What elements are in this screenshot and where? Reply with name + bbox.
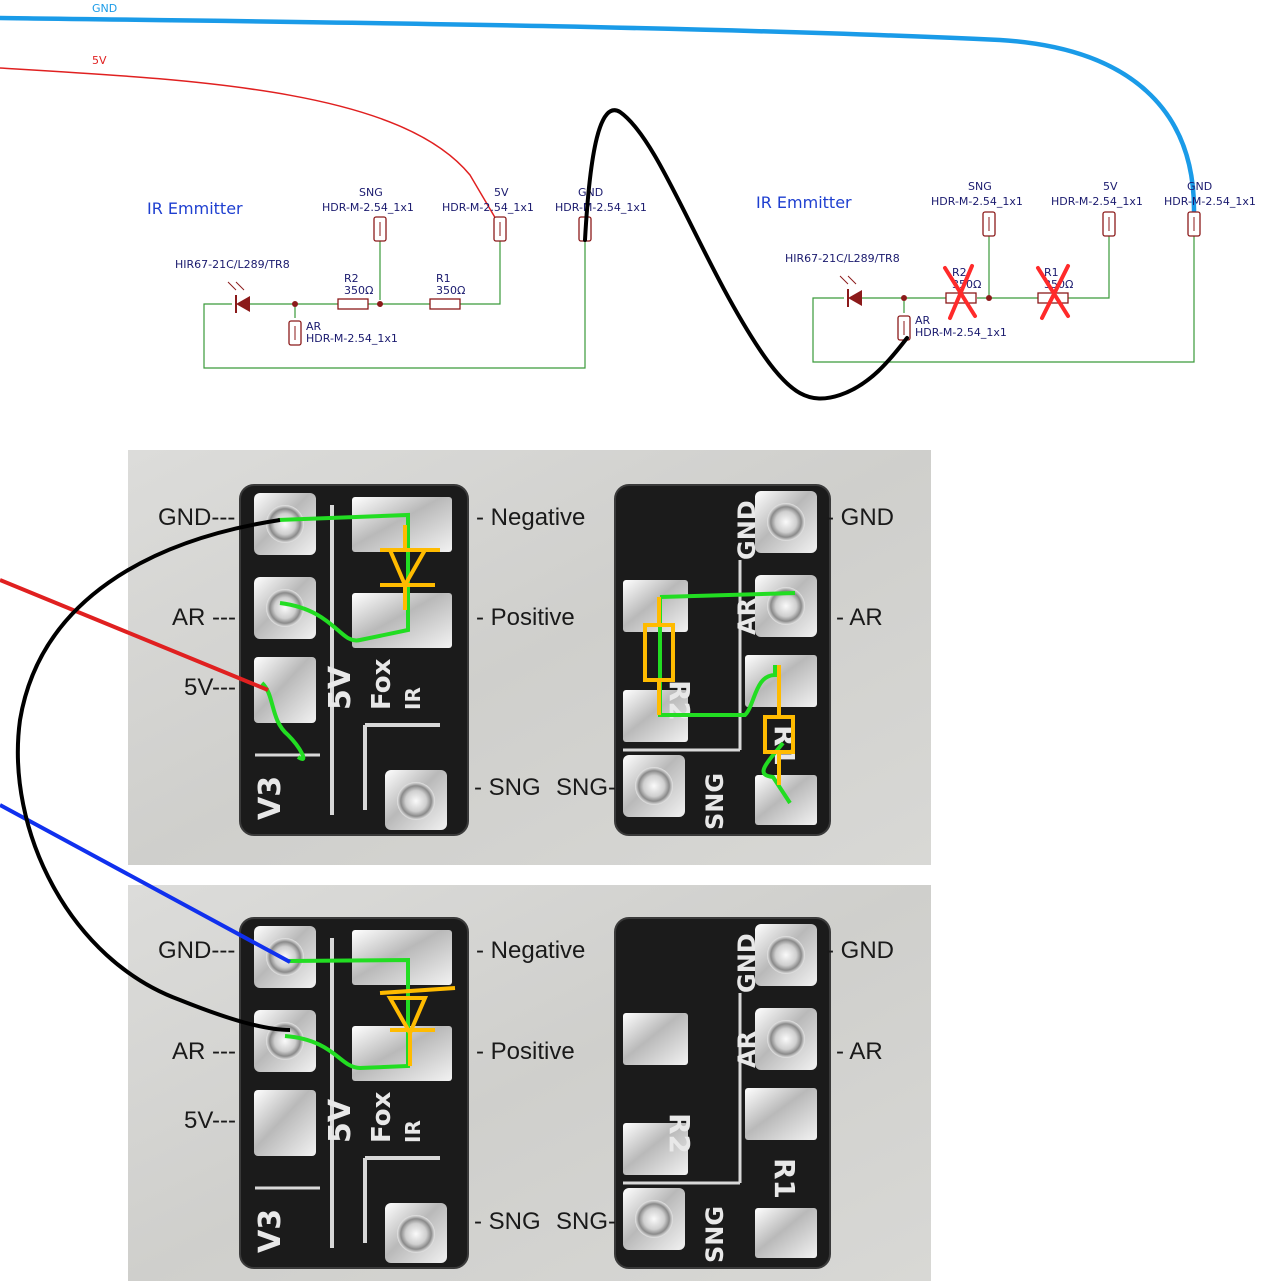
gnd-header-part: HDR-M-2.54_1x1 — [555, 201, 647, 214]
silk-sng: SNG — [701, 1206, 729, 1263]
v5-wire — [0, 67, 501, 227]
led-symbol — [227, 281, 250, 313]
silk-ir: IR — [401, 687, 425, 710]
label-sng-back: SNG- — [556, 774, 616, 801]
blue-wire — [0, 803, 291, 964]
label-positive: - Positive — [476, 1038, 575, 1065]
jumper-wire — [583, 108, 909, 401]
led-symbol — [839, 275, 862, 307]
gnd-header-name: GND — [1187, 180, 1212, 193]
pcb-back: GND AR R2 R1 SNG — [613, 916, 832, 1270]
r2-value: 350Ω — [344, 284, 373, 297]
red-wire — [0, 578, 269, 692]
v5-wire-label: 5V — [92, 54, 107, 67]
silk-ar: AR — [733, 1031, 761, 1068]
silk-5v: 5V — [323, 1098, 358, 1143]
silk-fox: Fox — [367, 1091, 397, 1143]
r2-name: R2 — [344, 272, 359, 285]
led-part-label: HIR67-21C/L289/TR8 — [175, 258, 290, 271]
silk-sng: SNG — [701, 773, 729, 830]
sng-header-part: HDR-M-2.54_1x1 — [931, 195, 1023, 208]
v5-header-part: HDR-M-2.54_1x1 — [1051, 195, 1143, 208]
label-gnd: GND--- — [158, 937, 235, 964]
schematic-title: IR Emmitter — [147, 199, 243, 218]
ar-header-name: AR — [915, 314, 931, 327]
label-gnd-back: - GND — [826, 504, 894, 531]
r1-name: R1 — [436, 272, 451, 285]
label-5v: 5V--- — [184, 674, 236, 701]
label-ar-back: - AR — [836, 1038, 883, 1065]
label-5v: 5V--- — [184, 1107, 236, 1134]
sng-header-name: SNG — [968, 180, 992, 193]
silk-gnd: GND — [733, 500, 761, 560]
gnd-wire-label: GND — [92, 2, 117, 15]
label-negative: - Negative — [476, 504, 585, 531]
schematic-title: IR Emmitter — [756, 193, 852, 212]
schematic-right: IR Emmitter HIR67-21C/L289/TR8 R2 350Ω R… — [756, 180, 1256, 363]
r2-name: R2 — [952, 266, 967, 279]
label-ar: AR --- — [172, 1038, 236, 1065]
silk-r1: R1 — [768, 1158, 801, 1199]
silk-r2: R2 — [663, 1113, 696, 1154]
label-sng: - SNG — [474, 774, 541, 801]
v5-header-part: HDR-M-2.54_1x1 — [442, 201, 534, 214]
schematic-area: GND 5V IR Emmitter HIR67-21C/L289/TR8 — [0, 2, 1256, 401]
black-jumper — [15, 518, 291, 1032]
overlay-wires — [0, 518, 291, 1032]
v5-header-name: 5V — [494, 186, 509, 199]
led-part-label: HIR67-21C/L289/TR8 — [785, 252, 900, 265]
label-negative: - Negative — [476, 937, 585, 964]
silk-ar: AR — [733, 598, 761, 635]
photo-bottom: 5V Fox IR V3 GND--- AR --- 5V--- - Negat… — [128, 885, 931, 1281]
r1-name: R1 — [1044, 266, 1059, 279]
label-gnd-back: - GND — [826, 937, 894, 964]
label-ar-back: - AR — [836, 604, 883, 631]
silk-ir: IR — [401, 1120, 425, 1143]
label-ar: AR --- — [172, 604, 236, 631]
silk-fox: Fox — [367, 658, 397, 710]
photo-top: 5V Fox IR V3 GND--- AR --- 5V--- - Negat… — [128, 450, 931, 865]
ar-header-name: AR — [306, 320, 322, 333]
gnd-header-name: GND — [578, 186, 603, 199]
r2-symbol — [337, 298, 369, 310]
sng-header-name: SNG — [359, 186, 383, 199]
v5-header-name: 5V — [1103, 180, 1118, 193]
ar-header-part: HDR-M-2.54_1x1 — [915, 326, 1007, 339]
sng-header-part: HDR-M-2.54_1x1 — [322, 201, 414, 214]
label-sng-back: SNG- — [556, 1208, 616, 1235]
schematic-left: IR Emmitter HIR67-21C/L289/TR8 R2 350Ω — [147, 186, 647, 369]
pcb-front: 5V Fox IR V3 — [238, 483, 470, 837]
label-gnd: GND--- — [158, 504, 235, 531]
gnd-header-part: HDR-M-2.54_1x1 — [1164, 195, 1256, 208]
silk-gnd: GND — [733, 933, 761, 993]
pcb-back: GND AR R2 R1 SNG — [613, 483, 832, 837]
ar-header-part: HDR-M-2.54_1x1 — [306, 332, 398, 345]
r1-symbol — [429, 298, 461, 310]
silk-v3: V3 — [253, 1209, 288, 1253]
removed-r2-mark — [943, 264, 977, 320]
silk-r1: R1 — [768, 725, 801, 766]
pcb-front: 5V Fox IR V3 — [238, 916, 470, 1270]
silk-5v: 5V — [323, 665, 358, 710]
label-positive: - Positive — [476, 604, 575, 631]
silk-v3: V3 — [253, 776, 288, 820]
r1-value: 350Ω — [436, 284, 465, 297]
gnd-wire — [0, 15, 1197, 215]
label-sng: - SNG — [474, 1208, 541, 1235]
removed-r1-mark — [1036, 264, 1070, 320]
